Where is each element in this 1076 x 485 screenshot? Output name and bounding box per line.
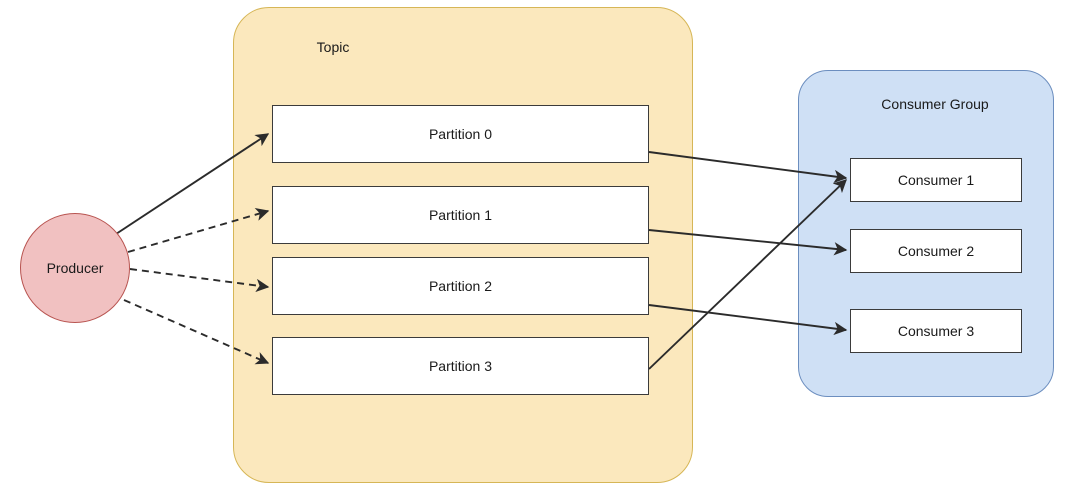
consumer-3-label: Consumer 3 (897, 323, 975, 339)
partition-3-label: Partition 3 (428, 358, 493, 374)
topic-container (233, 7, 693, 483)
producer-node[interactable]: Producer (20, 213, 130, 323)
partition-0-box[interactable]: Partition 0 (272, 105, 649, 163)
consumer-3-box[interactable]: Consumer 3 (850, 309, 1022, 353)
consumer-2-label: Consumer 2 (897, 243, 975, 259)
consumer-group-label: Consumer Group (881, 96, 989, 112)
partition-0-label: Partition 0 (428, 126, 493, 142)
partition-1-box[interactable]: Partition 1 (272, 186, 649, 244)
partition-3-box[interactable]: Partition 3 (272, 337, 649, 395)
partition-2-label: Partition 2 (428, 278, 493, 294)
partition-2-box[interactable]: Partition 2 (272, 257, 649, 315)
partition-1-label: Partition 1 (428, 207, 493, 223)
consumer-1-label: Consumer 1 (897, 172, 975, 188)
consumer-2-box[interactable]: Consumer 2 (850, 229, 1022, 273)
consumer-1-box[interactable]: Consumer 1 (850, 158, 1022, 202)
producer-label: Producer (46, 260, 104, 276)
topic-label: Topic (316, 39, 350, 55)
